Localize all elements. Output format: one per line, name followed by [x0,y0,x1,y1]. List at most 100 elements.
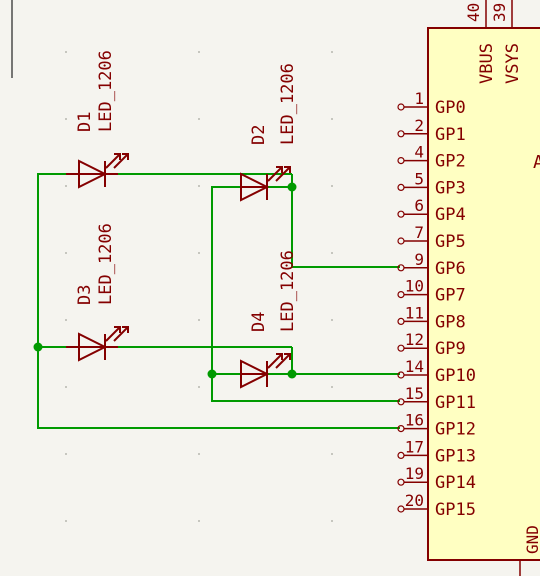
ic-pin-name: GP3 [435,178,466,198]
ic-pin-endpoint[interactable] [397,237,405,245]
ic-pin-endpoint[interactable] [397,291,405,299]
ic-gnd-label: GND [523,525,540,554]
ic-pin-endpoint[interactable] [397,505,405,513]
grid-dots [65,51,333,522]
led-ref-label: D2 [249,125,269,145]
ic-pin-name: GP10 [435,366,476,386]
led-triangle [78,159,108,189]
led-emission-arrows [105,153,129,169]
led-d2[interactable]: D2 LED_1206 [240,63,298,202]
ic-partial-text: A [533,152,540,173]
ic-pin-name: GP5 [435,232,466,252]
ic-pin-endpoint[interactable] [397,317,405,325]
ic-pin-number: 12 [405,330,424,349]
led-value-label: LED_1206 [278,250,298,332]
junction-dot [33,342,43,352]
led-value-label: LED_1206 [278,63,298,145]
ic-pin-number: 2 [414,116,424,135]
grid-dot [198,252,200,254]
led-d1[interactable]: D1 LED_1206 [66,50,129,189]
ic-pin-name: GP11 [435,393,476,413]
grid-dot [65,386,67,388]
led-d4[interactable]: D4 LED_1206 [240,250,298,389]
led-triangle [78,332,108,362]
ic-pin-name: GP15 [435,500,476,520]
ic-pin-number: 19 [405,464,424,483]
grid-dot [198,319,200,321]
grid-dot [65,319,67,321]
wire-d1-d3-gp12 [37,173,400,429]
ic-pin-number: 7 [414,223,424,242]
grid-dot [331,51,333,53]
ic-pin-number: 17 [405,437,424,456]
led-ref-label: D4 [249,312,269,332]
ic-pin-endpoint[interactable] [397,478,405,486]
ic-pin-name: GP14 [435,473,476,493]
grid-dot [65,453,67,455]
led-value-label: LED_1206 [96,223,116,305]
ic-top-pin-name: VSYS [503,43,523,84]
ic-top-pin-name: VBUS [477,43,497,84]
grid-dot [198,185,200,187]
ic-pin-endpoint[interactable] [397,451,405,459]
ic-pin-endpoint[interactable] [397,183,405,191]
grid-dot [331,252,333,254]
ic-top-pin-number: 39 [490,3,509,22]
ic-pin-endpoint[interactable] [397,130,405,138]
ic-pin-number: 16 [405,411,424,430]
ic-pin-endpoint[interactable] [397,210,405,218]
wire-d2-d4-gp11 [211,186,400,402]
ic-pin-number: 10 [405,277,424,296]
junction-dot [207,369,217,379]
ic-pin-endpoint[interactable] [397,264,405,272]
ic-pin-name: GP2 [435,152,466,172]
grid-dot [198,118,200,120]
grid-dot [331,118,333,120]
ic-pin-name: GP8 [435,312,466,332]
grid-dot [65,520,67,522]
ic-pin-name: GP12 [435,420,476,440]
led-emission-arrows [105,326,129,342]
ic-pin-number: 9 [414,250,424,269]
ic-body [427,27,540,561]
ic-pin-endpoint[interactable] [397,157,405,165]
grid-dot [65,118,67,120]
ic-pin-name: GP7 [435,286,466,306]
grid-dot [198,453,200,455]
wires [33,173,400,429]
led-emission-arrows [267,353,291,369]
ic-top-pin-number: 40 [464,3,483,22]
grid-dot [65,185,67,187]
junction-dot [287,369,297,379]
grid-dot [331,185,333,187]
ic-pin-endpoint[interactable] [397,344,405,352]
grid-dot [198,51,200,53]
led-d3[interactable]: D3 LED_1206 [66,223,129,362]
ic-pin-endpoint[interactable] [397,371,405,379]
wire-d2-gp6 [291,174,400,268]
ic-pin-name: GP6 [435,259,466,279]
grid-dot [331,520,333,522]
ic-pin-endpoint[interactable] [397,103,405,111]
ic-pin-name: GP0 [435,98,466,118]
ic-pin-name: GP4 [435,205,466,225]
grid-dot [198,520,200,522]
led-triangle [240,172,270,202]
ic-pin-endpoint[interactable] [397,398,405,406]
led-value-label: LED_1206 [96,50,116,132]
ic-pin-endpoint[interactable] [397,425,405,433]
ic-pin-number: 14 [405,357,424,376]
grid-dot [198,386,200,388]
grid-dot [65,51,67,53]
led-triangle [240,359,270,389]
led-ref-label: D3 [75,285,95,305]
ic-pin-number: 20 [405,491,424,510]
grid-dot [65,252,67,254]
ic-pin-number: 4 [414,143,424,162]
grid-dot [331,386,333,388]
ic-pin-number: 5 [414,169,424,188]
ic-pin-number: 11 [405,303,424,322]
